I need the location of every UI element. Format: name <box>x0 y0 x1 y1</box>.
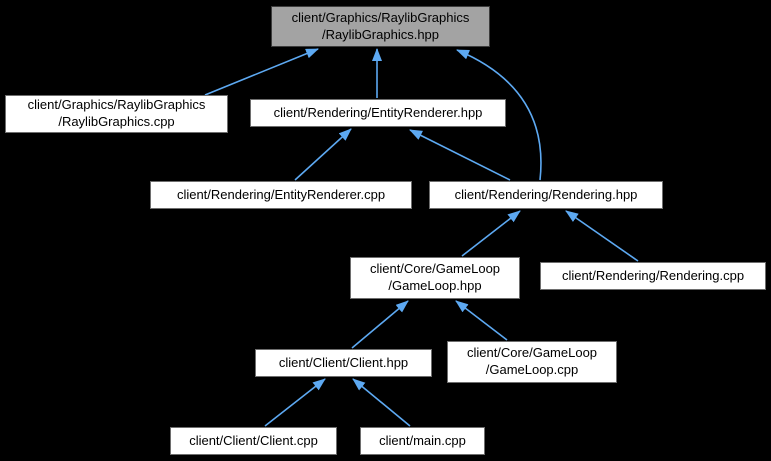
node-label: client/Rendering/Rendering.hpp <box>454 186 638 202</box>
edge-rendering-cpp-to-rendering-hpp <box>565 210 639 262</box>
edge-client-hpp-to-gameloop-hpp <box>351 300 409 349</box>
edge-client-cpp-to-client-hpp <box>264 378 326 427</box>
graph-node-rendering-cpp[interactable]: client/Rendering/Rendering.cpp <box>540 262 766 290</box>
node-label: client/Rendering/EntityRenderer.cpp <box>176 186 386 202</box>
edges <box>204 48 639 427</box>
edge-gameloop-cpp-to-gameloop-hpp <box>455 300 508 341</box>
node-label: client/Client/Client.cpp <box>189 432 318 448</box>
graph-node-entityrenderer-hpp[interactable]: client/Rendering/EntityRenderer.hpp <box>250 99 506 127</box>
node-label: client/Core/GameLoop /GameLoop.hpp <box>369 261 501 293</box>
edge-rendering-hpp-to-entityrenderer-hpp <box>409 129 511 181</box>
node-label: client/Rendering/EntityRenderer.hpp <box>273 104 483 120</box>
node-label: client/Client/Client.hpp <box>278 354 409 370</box>
graph-node-main-cpp[interactable]: client/main.cpp <box>360 427 485 455</box>
node-label: client/Graphics/RaylibGraphics /RaylibGr… <box>27 97 206 129</box>
node-label: client/main.cpp <box>379 432 466 448</box>
edge-gameloop-hpp-to-rendering-hpp <box>461 210 521 257</box>
node-label: client/Graphics/RaylibGraphics /RaylibGr… <box>291 9 470 42</box>
graph-node-rendering-hpp[interactable]: client/Rendering/Rendering.hpp <box>429 181 663 209</box>
graph-node-client-cpp[interactable]: client/Client/Client.cpp <box>170 427 337 455</box>
node-label: client/Core/GameLoop /GameLoop.cpp <box>466 345 598 377</box>
graph-node-raylibgraphics-hpp[interactable]: client/Graphics/RaylibGraphics /RaylibGr… <box>271 6 490 47</box>
graph-node-gameloop-cpp[interactable]: client/Core/GameLoop /GameLoop.cpp <box>447 341 617 383</box>
graph-node-gameloop-hpp[interactable]: client/Core/GameLoop /GameLoop.hpp <box>350 257 520 299</box>
graph-node-client-hpp[interactable]: client/Client/Client.hpp <box>255 349 432 377</box>
graph-node-raylibgraphics-cpp[interactable]: client/Graphics/RaylibGraphics /RaylibGr… <box>5 95 228 133</box>
edge-main-cpp-to-client-hpp <box>352 378 411 427</box>
node-label: client/Rendering/Rendering.cpp <box>561 267 745 283</box>
edge-rendering-hpp-to-raylibgraphics-hpp <box>456 49 542 181</box>
edge-entityrenderer-cpp-to-entityrenderer-hpp <box>294 128 352 181</box>
edge-raylibgraphics-cpp-to-raylibgraphics-hpp <box>204 48 319 96</box>
graph-node-entityrenderer-cpp[interactable]: client/Rendering/EntityRenderer.cpp <box>150 181 412 209</box>
